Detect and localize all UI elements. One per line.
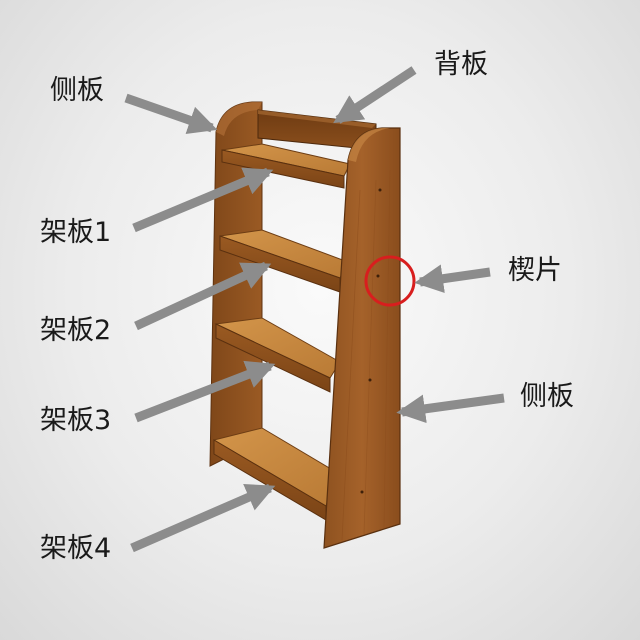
arrow-side-left	[124, 93, 218, 135]
shelf-3	[214, 317, 341, 393]
label-side-panel-left: 侧板	[50, 75, 104, 106]
label-shelf-4: 架板4	[40, 533, 112, 564]
arrow-back	[333, 66, 417, 124]
wedge-highlight-circle	[364, 255, 416, 307]
label-back-panel: 背板	[434, 49, 488, 80]
label-shelf-1: 架板1	[40, 217, 112, 248]
arrow-shelf-2	[134, 261, 272, 331]
annotation-arrows	[124, 66, 505, 553]
arrow-wedge	[414, 264, 491, 293]
label-wedge: 楔片	[508, 255, 562, 286]
side-panel-right	[323, 127, 401, 549]
arrow-shelf-1	[132, 167, 274, 233]
arrow-shelf-3	[134, 360, 276, 423]
label-shelf-3: 架板3	[40, 405, 112, 436]
arrow-shelf-4	[130, 483, 276, 553]
label-side-panel-right: 侧板	[520, 381, 574, 412]
label-shelf-2: 架板2	[40, 315, 112, 346]
arrow-side-right	[396, 393, 505, 424]
